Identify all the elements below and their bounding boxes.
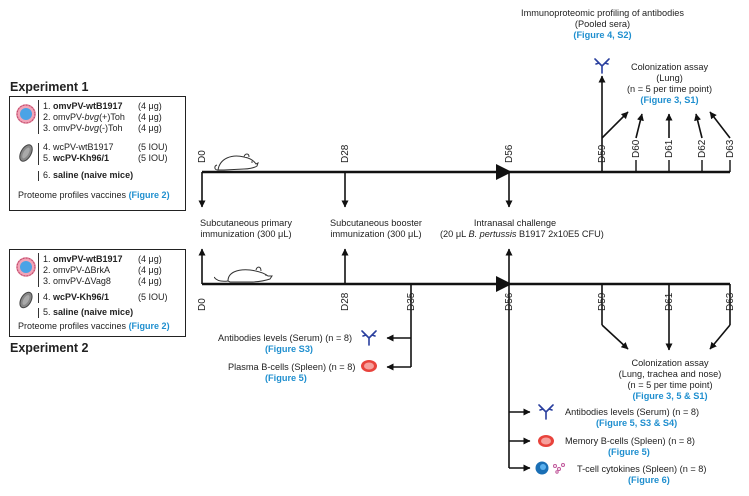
timeline-1 [198, 75, 731, 208]
vaccine-item: 4. wcPV-Kh96/1 [43, 292, 110, 302]
colonization-lung-trachea-nose-label: Colonization assay (Lung, trachea and no… [605, 358, 735, 402]
vaccine-item: 5. saline (naive mice) [43, 307, 134, 317]
day-label: D63 [725, 292, 736, 311]
antibody-icon [538, 404, 554, 420]
day-label: D35 [406, 292, 417, 311]
omv-vesicle-icon [16, 104, 36, 124]
day-label: D28 [340, 292, 351, 311]
vaccine-dose: (4 μg) [138, 101, 162, 111]
figure-4-s2-link[interactable]: (Figure 4, S2) [573, 30, 632, 40]
figure-3-5-s1-link[interactable]: (Figure 3, 5 & S1) [632, 391, 708, 401]
day-label: D60 [631, 139, 642, 158]
vaccine-item: 6. saline (naive mice) [43, 170, 134, 180]
vaccine-dose: (4 μg) [138, 123, 162, 133]
day-label: D59 [597, 292, 608, 311]
omv-vesicle-icon [16, 257, 36, 277]
proteome-profiles-label: Proteome profiles vaccines (Figure 2) [18, 321, 170, 331]
figure-3-s1-link[interactable]: (Figure 3, S1) [640, 95, 699, 105]
vaccine-item: 1. omvPV-wtB1917 [43, 254, 123, 264]
vaccine-dose: (4 μg) [138, 276, 162, 286]
day-label: D56 [504, 144, 515, 163]
vaccine-item: 3. omvPV-bvg(-)Toh [43, 123, 123, 133]
intranasal-challenge-label: Intranasal challenge (20 μL B. pertussis… [440, 218, 604, 239]
figure-6-link[interactable]: (Figure 6) [628, 475, 670, 485]
day-label: D63 [725, 139, 736, 158]
mouse-icon [214, 266, 273, 283]
day-label: D56 [504, 292, 515, 311]
day-label: D62 [697, 139, 708, 158]
mouse-icon [214, 153, 259, 171]
timeline-2 [198, 248, 731, 472]
b-cell-icon [538, 435, 554, 447]
vaccine-dose: (5 IOU) [138, 292, 168, 302]
vaccine-item: 4. wcPV-wtB1917 [43, 142, 114, 152]
figure-2-link[interactable]: (Figure 2) [128, 190, 170, 200]
vaccine-item: 2. omvPV-bvg(+)Toh [43, 112, 125, 122]
vaccine-item: 2. omvPV-ΔBrkA [43, 265, 111, 275]
t-cell-cytokine-icon [535, 461, 565, 475]
vaccine-dose: (4 μg) [138, 254, 162, 264]
vaccine-dose: (4 μg) [138, 112, 162, 122]
memory-b-cells-label: Memory B-cells (Spleen) (n = 8) [565, 436, 695, 446]
whole-cell-bacterium-icon [19, 291, 33, 309]
experiment-1-vaccine-box: 1. omvPV-wtB1917 (4 μg) 2. omvPV-bvg(+)Toh… [9, 96, 186, 211]
antibody-icon [594, 58, 610, 74]
day-label: D61 [664, 139, 675, 158]
vaccine-item: 3. omvPV-ΔVag8 [43, 276, 111, 286]
vaccine-item: 1. omvPV-wtB1917 [43, 101, 123, 111]
figure-5-link[interactable]: (Figure 5) [608, 447, 650, 457]
day-label: D28 [340, 144, 351, 163]
figure-5-link[interactable]: (Figure 5) [265, 373, 307, 383]
whole-cell-bacterium-icon [19, 144, 33, 162]
antibody-serum-label: Antibodies levels (Serum) (n = 8) [218, 333, 353, 343]
day-label: D0 [197, 298, 208, 311]
vaccine-dose: (5 IOU) [138, 153, 168, 163]
figure-2-link[interactable]: (Figure 2) [128, 321, 170, 331]
proteome-profiles-label: Proteome profiles vaccines (Figure 2) [18, 190, 170, 200]
day-label: D0 [197, 150, 208, 163]
experiment-1-title: Experiment 1 [10, 80, 89, 94]
antibody-serum-label: Antibodies levels (Serum) (n = 8) [565, 407, 700, 417]
day-label: D59 [597, 144, 608, 163]
experiment-2-title: Experiment 2 [10, 341, 89, 355]
figure-s3-link[interactable]: (Figure S3) [265, 344, 313, 354]
colonization-lung-label: Colonization assay (Lung) (n = 5 per tim… [612, 62, 727, 106]
antibody-icon [361, 330, 377, 346]
b-cell-icon [361, 360, 377, 372]
vaccine-dose: (4 μg) [138, 265, 162, 275]
plasma-b-cells-label: Plasma B-cells (Spleen) (n = 8) [228, 362, 356, 372]
vaccine-dose: (5 IOU) [138, 142, 168, 152]
immunoproteomic-profiling-label: Immunoproteomic profiling of antibodies … [500, 8, 705, 41]
vaccine-item: 5. wcPV-Kh96/1 [43, 153, 110, 163]
day-label: D61 [664, 292, 675, 311]
experiment-2-vaccine-box: 1. omvPV-wtB1917 (4 μg) 2. omvPV-ΔBrkA (4 μ… [9, 249, 186, 337]
t-cell-cytokines-label: T-cell cytokines (Spleen) (n = 8) [577, 464, 707, 474]
figure-5-s3-s4-link[interactable]: (Figure 5, S3 & S4) [596, 418, 678, 428]
